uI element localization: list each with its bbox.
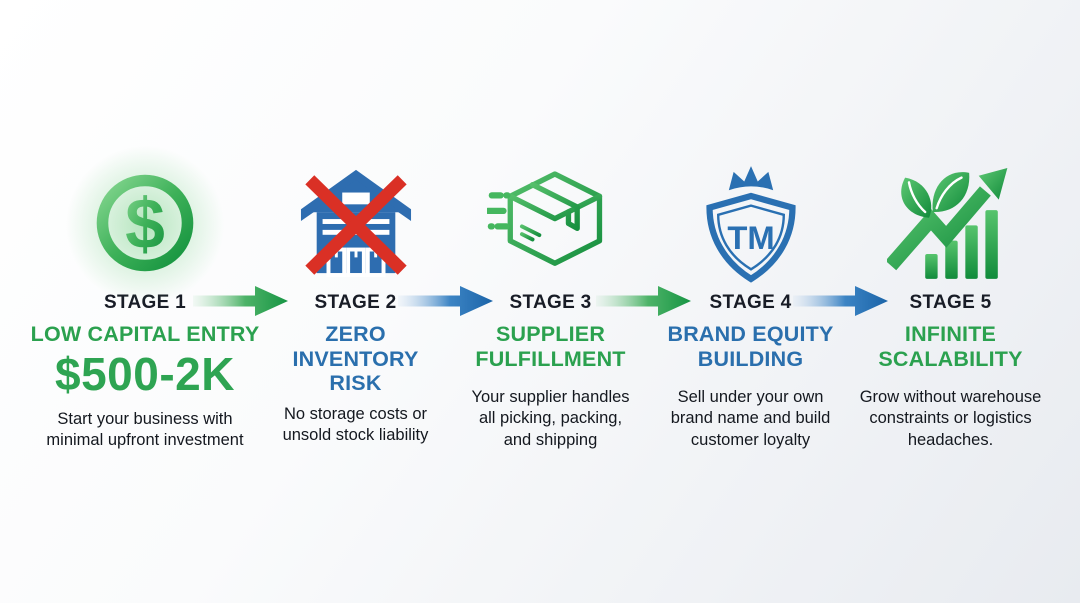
stage-description: Sell under your own brand name and build… [670, 388, 831, 449]
stage-column-4: TM STAGE 4 BRAND EQUITY BUILDING Sell un… [643, 158, 858, 451]
stage-column-1: $ STAGE 1 LOW CAPITAL ENTRY $500-2K Star… [28, 145, 262, 452]
stage-column-2: STAGE 2 ZERO INVENTORY RISK No storage c… [253, 158, 458, 446]
dollar-circle-icon: $ [88, 166, 202, 285]
stage-title: ZERO INVENTORY RISK [292, 322, 419, 395]
speed-lines [484, 192, 511, 230]
flow-arrow-green-2 [596, 284, 692, 318]
stage-description: Your supplier handles all picking, packi… [471, 388, 630, 449]
flow-arrow-green-1 [193, 284, 289, 318]
stage-column-3: STAGE 3 SUPPLIER FULFILLMENT Your suppli… [448, 158, 653, 451]
shipping-box-icon [484, 168, 615, 282]
stage-3-icon-area [448, 158, 653, 292]
stage-5-icon-area [843, 158, 1058, 292]
stage-label: STAGE 2 [314, 292, 397, 313]
stage-1-icon-area: $ [28, 145, 262, 305]
stage-description: No storage costs or unsold stock liabili… [282, 404, 429, 444]
flow-arrow-blue-1 [398, 284, 494, 318]
stage-4-icon-area: TM [643, 158, 858, 292]
growth-arrow-icon [884, 166, 1015, 284]
svg-text:$: $ [125, 184, 165, 264]
crossed-warehouse-icon [297, 166, 415, 285]
stage-title: LOW CAPITAL ENTRY [30, 322, 260, 346]
stage-2-icon-area [253, 158, 458, 292]
stage-title: BRAND EQUITY BUILDING [667, 322, 834, 371]
stage-column-5: STAGE 5 INFINITE SCALABILITY Grow withou… [843, 158, 1058, 451]
stage-label: STAGE 3 [509, 292, 592, 313]
stage-title: SUPPLIER FULFILLMENT [475, 322, 626, 371]
trademark-shield-icon: TM [697, 163, 805, 288]
stage-description: Grow without warehouse constraints or lo… [859, 388, 1042, 449]
stage-metric: $500-2K [55, 347, 235, 400]
svg-text:TM: TM [727, 219, 774, 256]
stage-label: STAGE 5 [909, 292, 992, 313]
stage-title: INFINITE SCALABILITY [878, 322, 1023, 371]
flow-arrow-blue-2 [793, 284, 889, 318]
stage-label: STAGE 4 [709, 292, 792, 313]
green-glow [65, 145, 225, 305]
stage-description: Start your business with minimal upfront… [46, 409, 244, 450]
